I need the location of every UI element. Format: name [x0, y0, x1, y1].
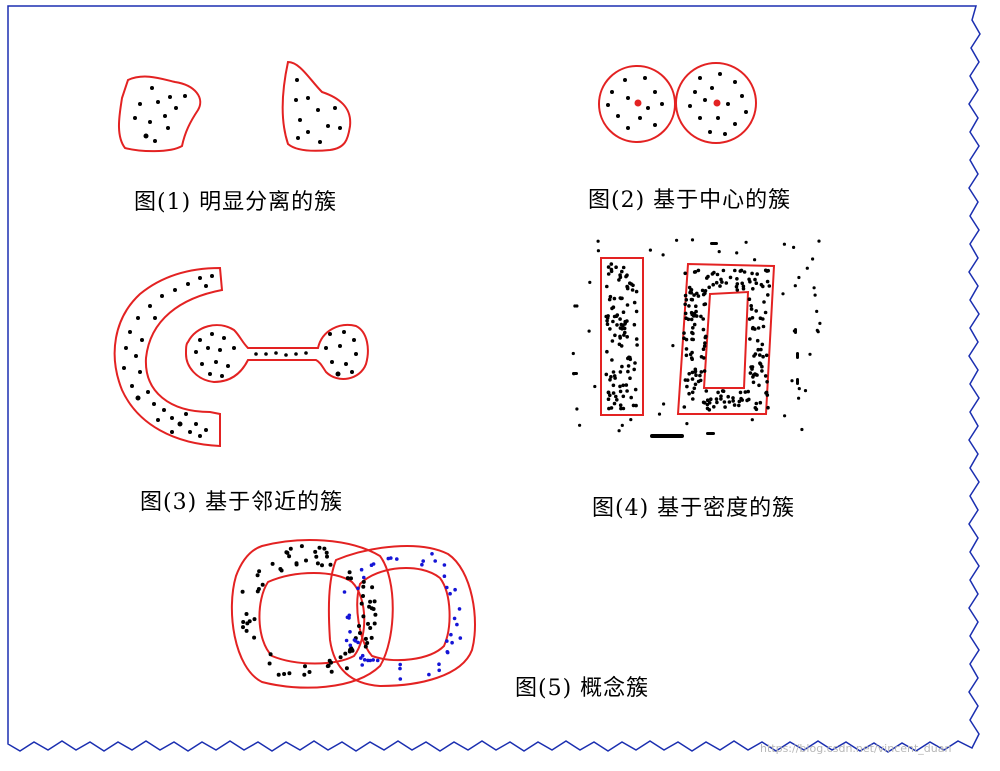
cluster-outline — [118, 75, 202, 153]
frame-border — [7, 5, 981, 753]
figure-2-center-based — [598, 62, 757, 144]
conceptual-points-black — [240, 544, 378, 677]
figure-3-contiguity-based — [113, 266, 369, 448]
caption-figure-5: 图(5) 概念簇 — [515, 676, 650, 701]
cluster-outline — [356, 567, 451, 662]
caption-figure-4: 图(4) 基于密度的簇 — [592, 496, 796, 521]
cluster-outline — [281, 60, 352, 152]
cluster-outline — [675, 62, 757, 144]
cluster-outline — [184, 324, 369, 384]
cluster-outline — [600, 257, 644, 416]
conceptual-points-blue — [342, 552, 463, 681]
center-point — [713, 99, 721, 107]
cluster-outline — [230, 539, 394, 689]
watermark: https://blog.csdn.net/vincent_duan — [760, 742, 952, 755]
center-point — [634, 99, 642, 107]
density-points — [571, 238, 822, 433]
caption-figure-3: 图(3) 基于邻近的簇 — [140, 490, 344, 515]
cluster-outline — [113, 266, 224, 448]
figure-5-conceptual — [230, 539, 476, 689]
cluster-outline — [327, 545, 476, 688]
figure-4-density-based — [571, 238, 822, 438]
cluster-outline — [676, 262, 776, 415]
caption-figure-2: 图(2) 基于中心的簇 — [588, 188, 792, 213]
cluster-outline — [598, 65, 676, 143]
caption-figure-1: 图(1) 明显分离的簇 — [134, 190, 338, 215]
figure-1-well-separated — [118, 60, 352, 153]
